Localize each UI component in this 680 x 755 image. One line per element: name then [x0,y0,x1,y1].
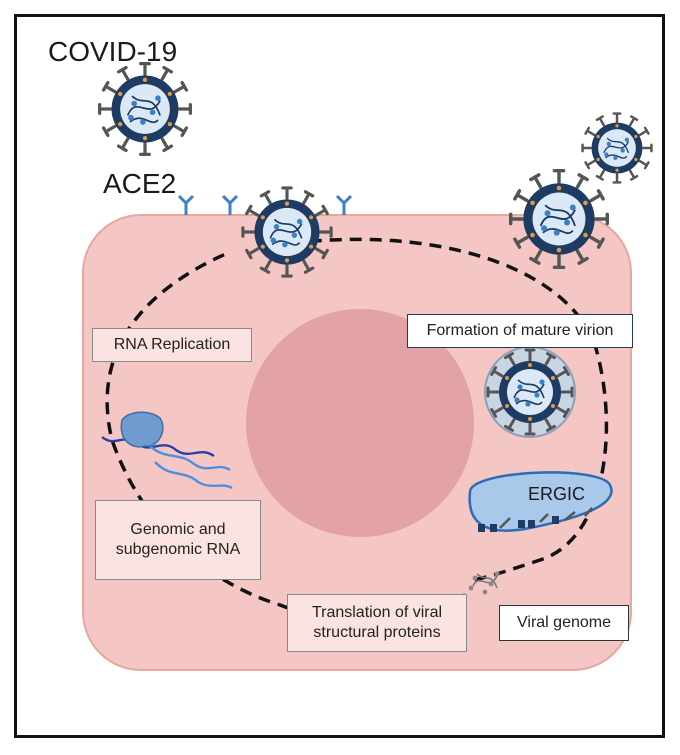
ergic-label: ERGIC [528,484,586,504]
viral-genome-box: Viral genome [499,605,629,641]
rna-strand-icon [101,436,233,490]
viral-genome-icon [468,571,500,595]
virus-label: COVID-19 [48,36,178,67]
ergic-icon [468,471,613,532]
translation-box: Translation of viral structural proteins [287,594,467,652]
virion-icon [98,62,192,156]
ribosome-icon [120,411,164,448]
formation-virion-box: Formation of mature virion [407,314,633,348]
receptor-label: ACE2 [103,168,177,199]
virion-icon [581,112,653,184]
rna-replication-box: RNA Replication [92,328,252,362]
nucleus [246,309,474,537]
figure-frame [14,14,665,738]
vesicle-virion-icon [484,346,576,438]
genomic-rna-box: Genomic and subgenomic RNA [95,500,261,580]
